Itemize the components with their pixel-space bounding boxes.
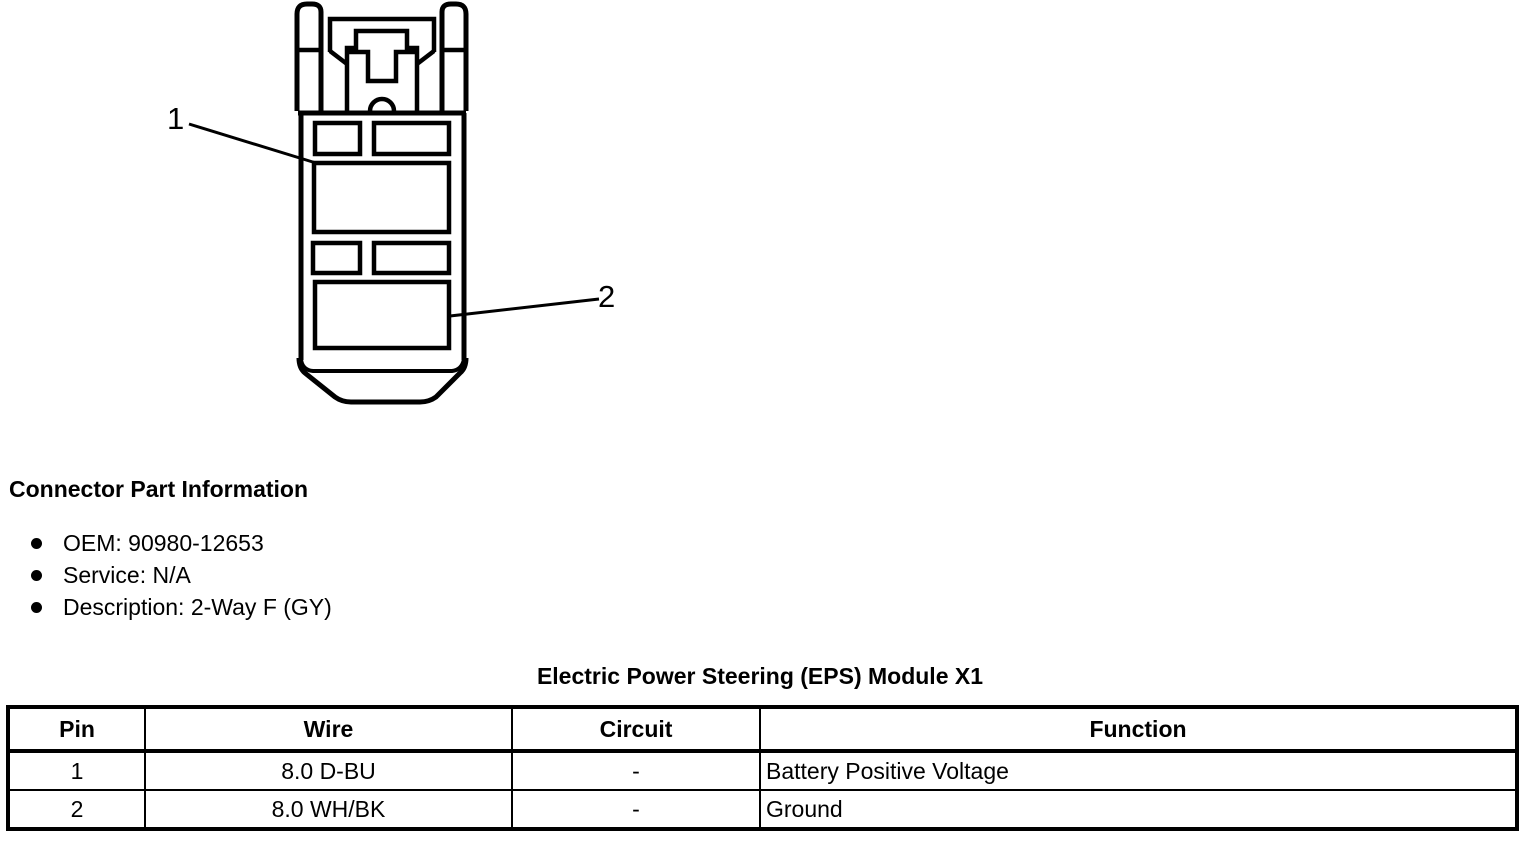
list-item-text: OEM: 90980-12653 — [63, 529, 264, 556]
rail-left — [294, 1, 324, 111]
pinout-table: Pin Wire Circuit Function 1 8.0 D-BU - B… — [6, 705, 1519, 831]
bullet-icon — [31, 537, 42, 549]
table-row-pin-2: 2 8.0 WH/BK - Ground — [7, 790, 1518, 829]
cell-circuit: - — [511, 790, 761, 829]
cavity-1 — [311, 160, 452, 235]
cavity-small-top-left — [312, 120, 363, 157]
list-item-text: Description: 2-Way F (GY) — [63, 593, 332, 620]
bullet-icon — [31, 601, 42, 613]
latch-collar-chamfer-right — [415, 49, 436, 66]
leader-line-1 — [188, 122, 317, 165]
dome — [367, 96, 397, 112]
latch-collar — [327, 16, 437, 52]
list-item-service: Service: N/A — [0, 559, 332, 591]
latch-collar-chamfer-left — [328, 49, 349, 66]
connector-diagram: 1 2 — [0, 0, 700, 440]
cavity-small-mid-right — [371, 240, 452, 276]
cell-function: Battery Positive Voltage — [759, 751, 1518, 791]
cavity-small-mid-left — [310, 240, 363, 276]
list-item-description: Description: 2-Way F (GY) — [0, 591, 332, 623]
cell-circuit: - — [511, 751, 761, 791]
part-info-list: OEM: 90980-12653 Service: N/A Descriptio… — [0, 527, 332, 623]
cell-wire: 8.0 WH/BK — [144, 790, 513, 829]
cell-pin: 1 — [7, 751, 146, 791]
callout-label-2: 2 — [598, 279, 616, 314]
latch-tab-notch — [349, 49, 415, 84]
cell-pin: 2 — [7, 790, 146, 829]
column-header-pin: Pin — [7, 707, 146, 753]
latch-tab — [344, 28, 420, 111]
rail-right — [439, 1, 469, 111]
column-header-circuit: Circuit — [511, 707, 761, 753]
hull-inner-line — [299, 358, 466, 373]
column-header-function: Function — [759, 707, 1518, 753]
table-header-row: Pin Wire Circuit Function — [7, 707, 1518, 753]
table-row-pin-1: 1 8.0 D-BU - Battery Positive Voltage — [7, 751, 1518, 791]
hull-outline — [296, 357, 469, 405]
list-item-oem: OEM: 90980-12653 — [0, 527, 332, 559]
connector-drawing-svg — [188, 1, 600, 405]
column-header-wire: Wire — [144, 707, 513, 753]
bullet-icon — [31, 569, 42, 581]
cell-function: Ground — [759, 790, 1518, 829]
cavity-2 — [312, 279, 452, 351]
cell-wire: 8.0 D-BU — [144, 751, 513, 791]
list-item-text: Service: N/A — [63, 561, 191, 588]
callout-label-1: 1 — [167, 101, 185, 136]
table-title: Electric Power Steering (EPS) Module X1 — [536, 663, 984, 689]
cavity-small-top-right — [371, 120, 452, 157]
leader-line-2 — [449, 297, 600, 318]
connector-part-info-heading: Connector Part Information — [9, 476, 309, 502]
